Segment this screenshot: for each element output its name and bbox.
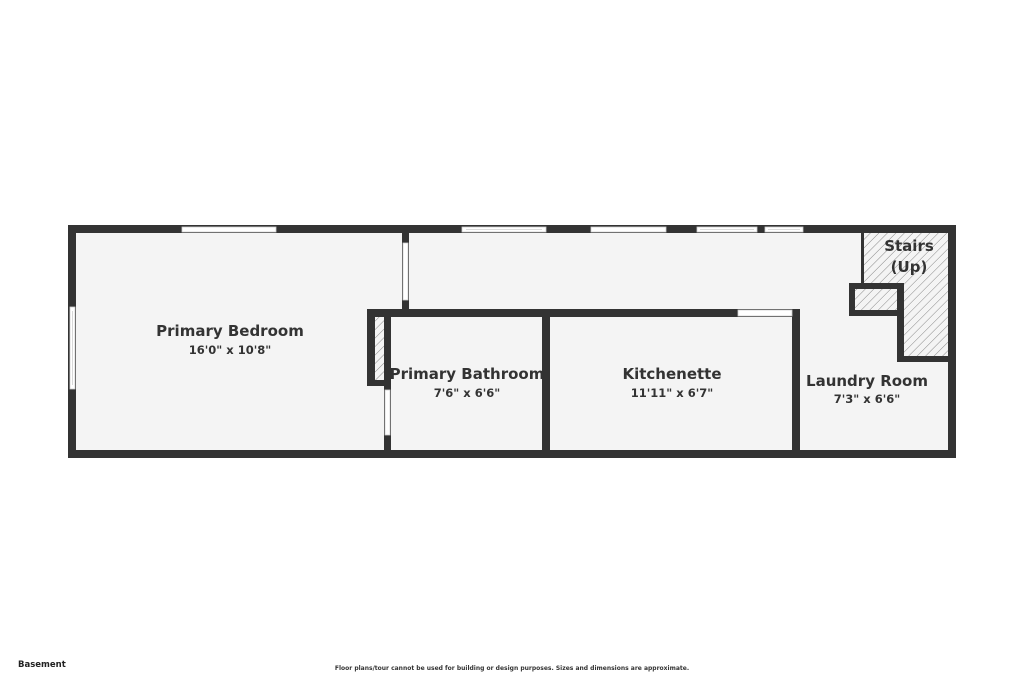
windows-and-doors — [69, 226, 804, 436]
room-dims-primary-bedroom: 16'0" x 10'8" — [189, 343, 271, 357]
stairs-area — [862, 232, 950, 360]
floor-area — [70, 227, 955, 455]
room-name-laundry-room: Laundry Room — [806, 372, 928, 390]
stair-landing — [851, 286, 902, 313]
room-dims-laundry-room: 7'3" x 6'6" — [834, 392, 900, 406]
room-dims-primary-bathroom: 7'6" x 6'6" — [434, 386, 500, 400]
room-name-primary-bedroom: Primary Bedroom — [156, 322, 304, 340]
floor-label: Basement — [18, 660, 66, 670]
room-name-kitchenette: Kitchenette — [622, 365, 721, 383]
room-name-primary-bathroom: Primary Bathroom — [390, 365, 545, 383]
stairs-label: Stairs — [884, 237, 934, 255]
stairs-direction: (Up) — [891, 258, 928, 276]
disclaimer-text: Floor plans/tour cannot be used for buil… — [334, 665, 690, 672]
room-dims-kitchenette: 11'11" x 6'7" — [631, 386, 713, 400]
